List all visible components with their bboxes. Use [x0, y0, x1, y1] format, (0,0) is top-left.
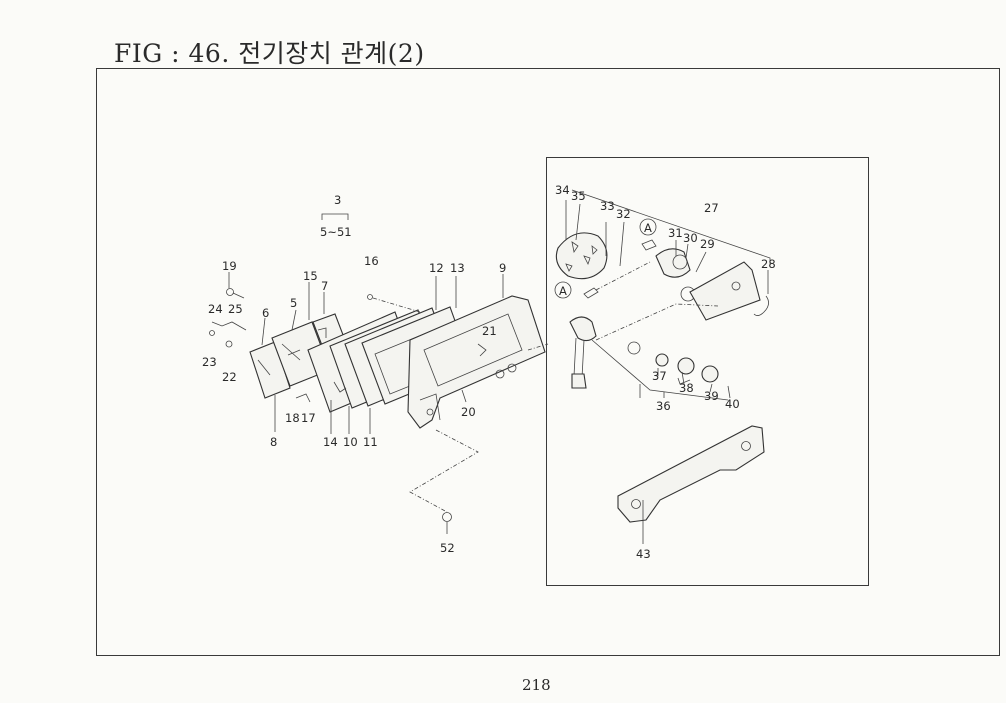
- screw-22: [225, 340, 233, 348]
- bulb-52: [442, 512, 452, 522]
- callout-part: 34: [555, 183, 570, 197]
- callout-3: 3: [334, 193, 341, 207]
- callout-part: 30: [683, 231, 698, 245]
- callout-part: 22: [222, 370, 237, 384]
- callout-part: 9: [499, 261, 506, 275]
- callout-part: 35: [571, 189, 586, 203]
- callout-a: A: [559, 284, 567, 298]
- reference-a-marker: [639, 218, 657, 236]
- callout-part: 14: [323, 435, 338, 449]
- callout-part: 12: [429, 261, 444, 275]
- switch-36: [569, 316, 597, 342]
- callout-part: 33: [600, 199, 615, 213]
- callout-part: 27: [704, 201, 719, 215]
- callout-part: 21: [482, 324, 497, 338]
- gauge-6: [249, 341, 291, 399]
- callout-part: 29: [700, 237, 715, 251]
- callout-5-51: 5~51: [320, 225, 352, 239]
- washer-37: [627, 341, 641, 355]
- callout-part: 11: [363, 435, 378, 449]
- callout-part: 15: [303, 269, 318, 283]
- diagram-frame: [96, 68, 1000, 656]
- callout-part: 37: [652, 369, 667, 383]
- callout-part: 43: [636, 547, 651, 561]
- detail-inset-frame: [546, 157, 869, 586]
- callout-part: 32: [616, 207, 631, 221]
- callout-part: 20: [461, 405, 476, 419]
- callout-part: 16: [364, 254, 379, 268]
- callout-part: 5: [290, 296, 297, 310]
- page-number: 218: [522, 676, 551, 694]
- screw-23: [209, 330, 215, 336]
- callout-part: 13: [450, 261, 465, 275]
- callout-part: 8: [270, 435, 277, 449]
- callout-part: 10: [343, 435, 358, 449]
- callout-part: 39: [704, 389, 719, 403]
- callout-part: 25: [228, 302, 243, 316]
- callout-part: 28: [761, 257, 776, 271]
- screw-16: [367, 294, 373, 300]
- callout-part: 52: [440, 541, 455, 555]
- bulb-18: [295, 393, 311, 403]
- screw-19: [226, 288, 234, 296]
- callout-part: 36: [656, 399, 671, 413]
- figure-title: FIG : 46. 전기장치 관계(2): [114, 39, 425, 68]
- callout-part: 38: [679, 381, 694, 395]
- reference-a-marker: [554, 281, 572, 299]
- callout-part: 7: [321, 279, 328, 293]
- callout-part: 31: [668, 226, 683, 240]
- nut-38: [677, 357, 695, 375]
- assembly-bracket: [321, 213, 349, 220]
- callout-part: 24: [208, 302, 223, 316]
- knob-34: [555, 232, 608, 280]
- callout-part: 19: [222, 259, 237, 273]
- callout-part: 23: [202, 355, 217, 369]
- callout-part: 6: [262, 306, 269, 320]
- callout-part: 17: [301, 411, 316, 425]
- callout-part: 18: [285, 411, 300, 425]
- callout-a: A: [644, 221, 652, 235]
- nut-39: [701, 365, 719, 383]
- bezel-9: [407, 295, 546, 429]
- callout-part: 40: [725, 397, 740, 411]
- plate-43: [617, 425, 765, 523]
- bracket-28: [689, 261, 761, 321]
